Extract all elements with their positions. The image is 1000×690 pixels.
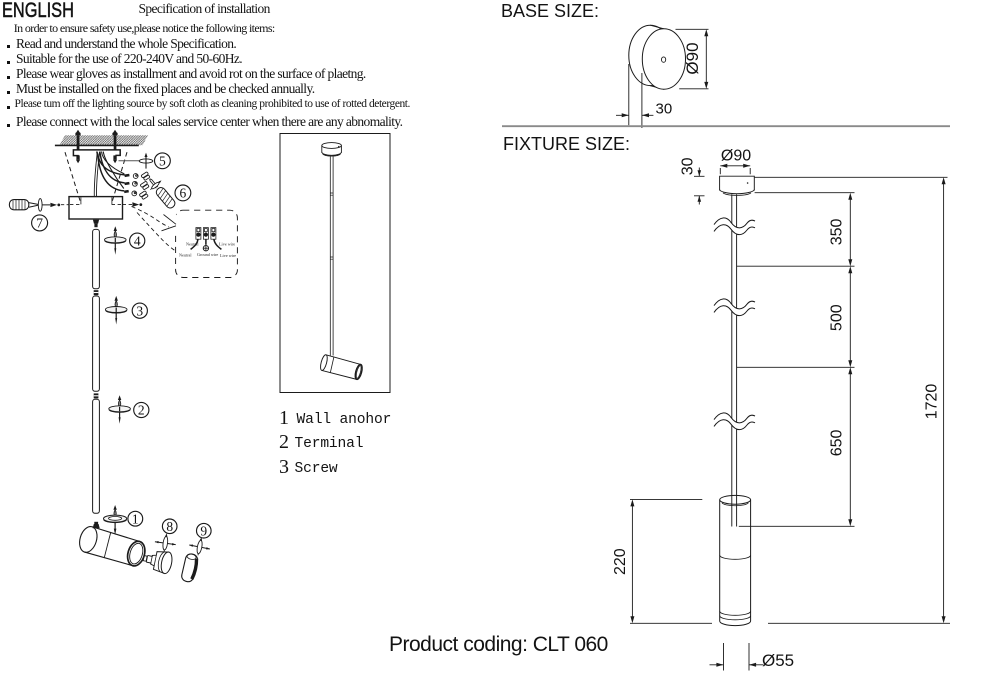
- svg-text:Live wire: Live wire: [220, 253, 236, 258]
- svg-text:Ø90: Ø90: [721, 148, 751, 165]
- svg-text:8: 8: [166, 519, 173, 534]
- svg-text:220: 220: [612, 548, 629, 575]
- svg-text:Neutral: Neutral: [179, 252, 192, 257]
- svg-text:2: 2: [138, 403, 145, 418]
- svg-text:Ø55: Ø55: [762, 651, 794, 670]
- svg-text:Neutral: Neutral: [186, 241, 199, 246]
- svg-text:500: 500: [828, 304, 845, 331]
- svg-text:650: 650: [828, 429, 845, 456]
- svg-text:Ø90: Ø90: [683, 42, 702, 74]
- svg-text:5: 5: [159, 154, 166, 169]
- svg-text:30: 30: [680, 157, 697, 175]
- svg-text:1: 1: [132, 511, 139, 526]
- svg-text:7: 7: [36, 216, 43, 231]
- svg-text:Live wire: Live wire: [219, 241, 235, 246]
- svg-text:4: 4: [134, 233, 141, 248]
- svg-text:6: 6: [180, 186, 187, 201]
- svg-text:1720: 1720: [924, 384, 941, 420]
- svg-text:Ground wire: Ground wire: [197, 252, 218, 257]
- svg-text:3: 3: [136, 303, 143, 318]
- svg-text:9: 9: [200, 523, 207, 538]
- svg-text:350: 350: [828, 218, 845, 245]
- svg-text:30: 30: [656, 101, 673, 118]
